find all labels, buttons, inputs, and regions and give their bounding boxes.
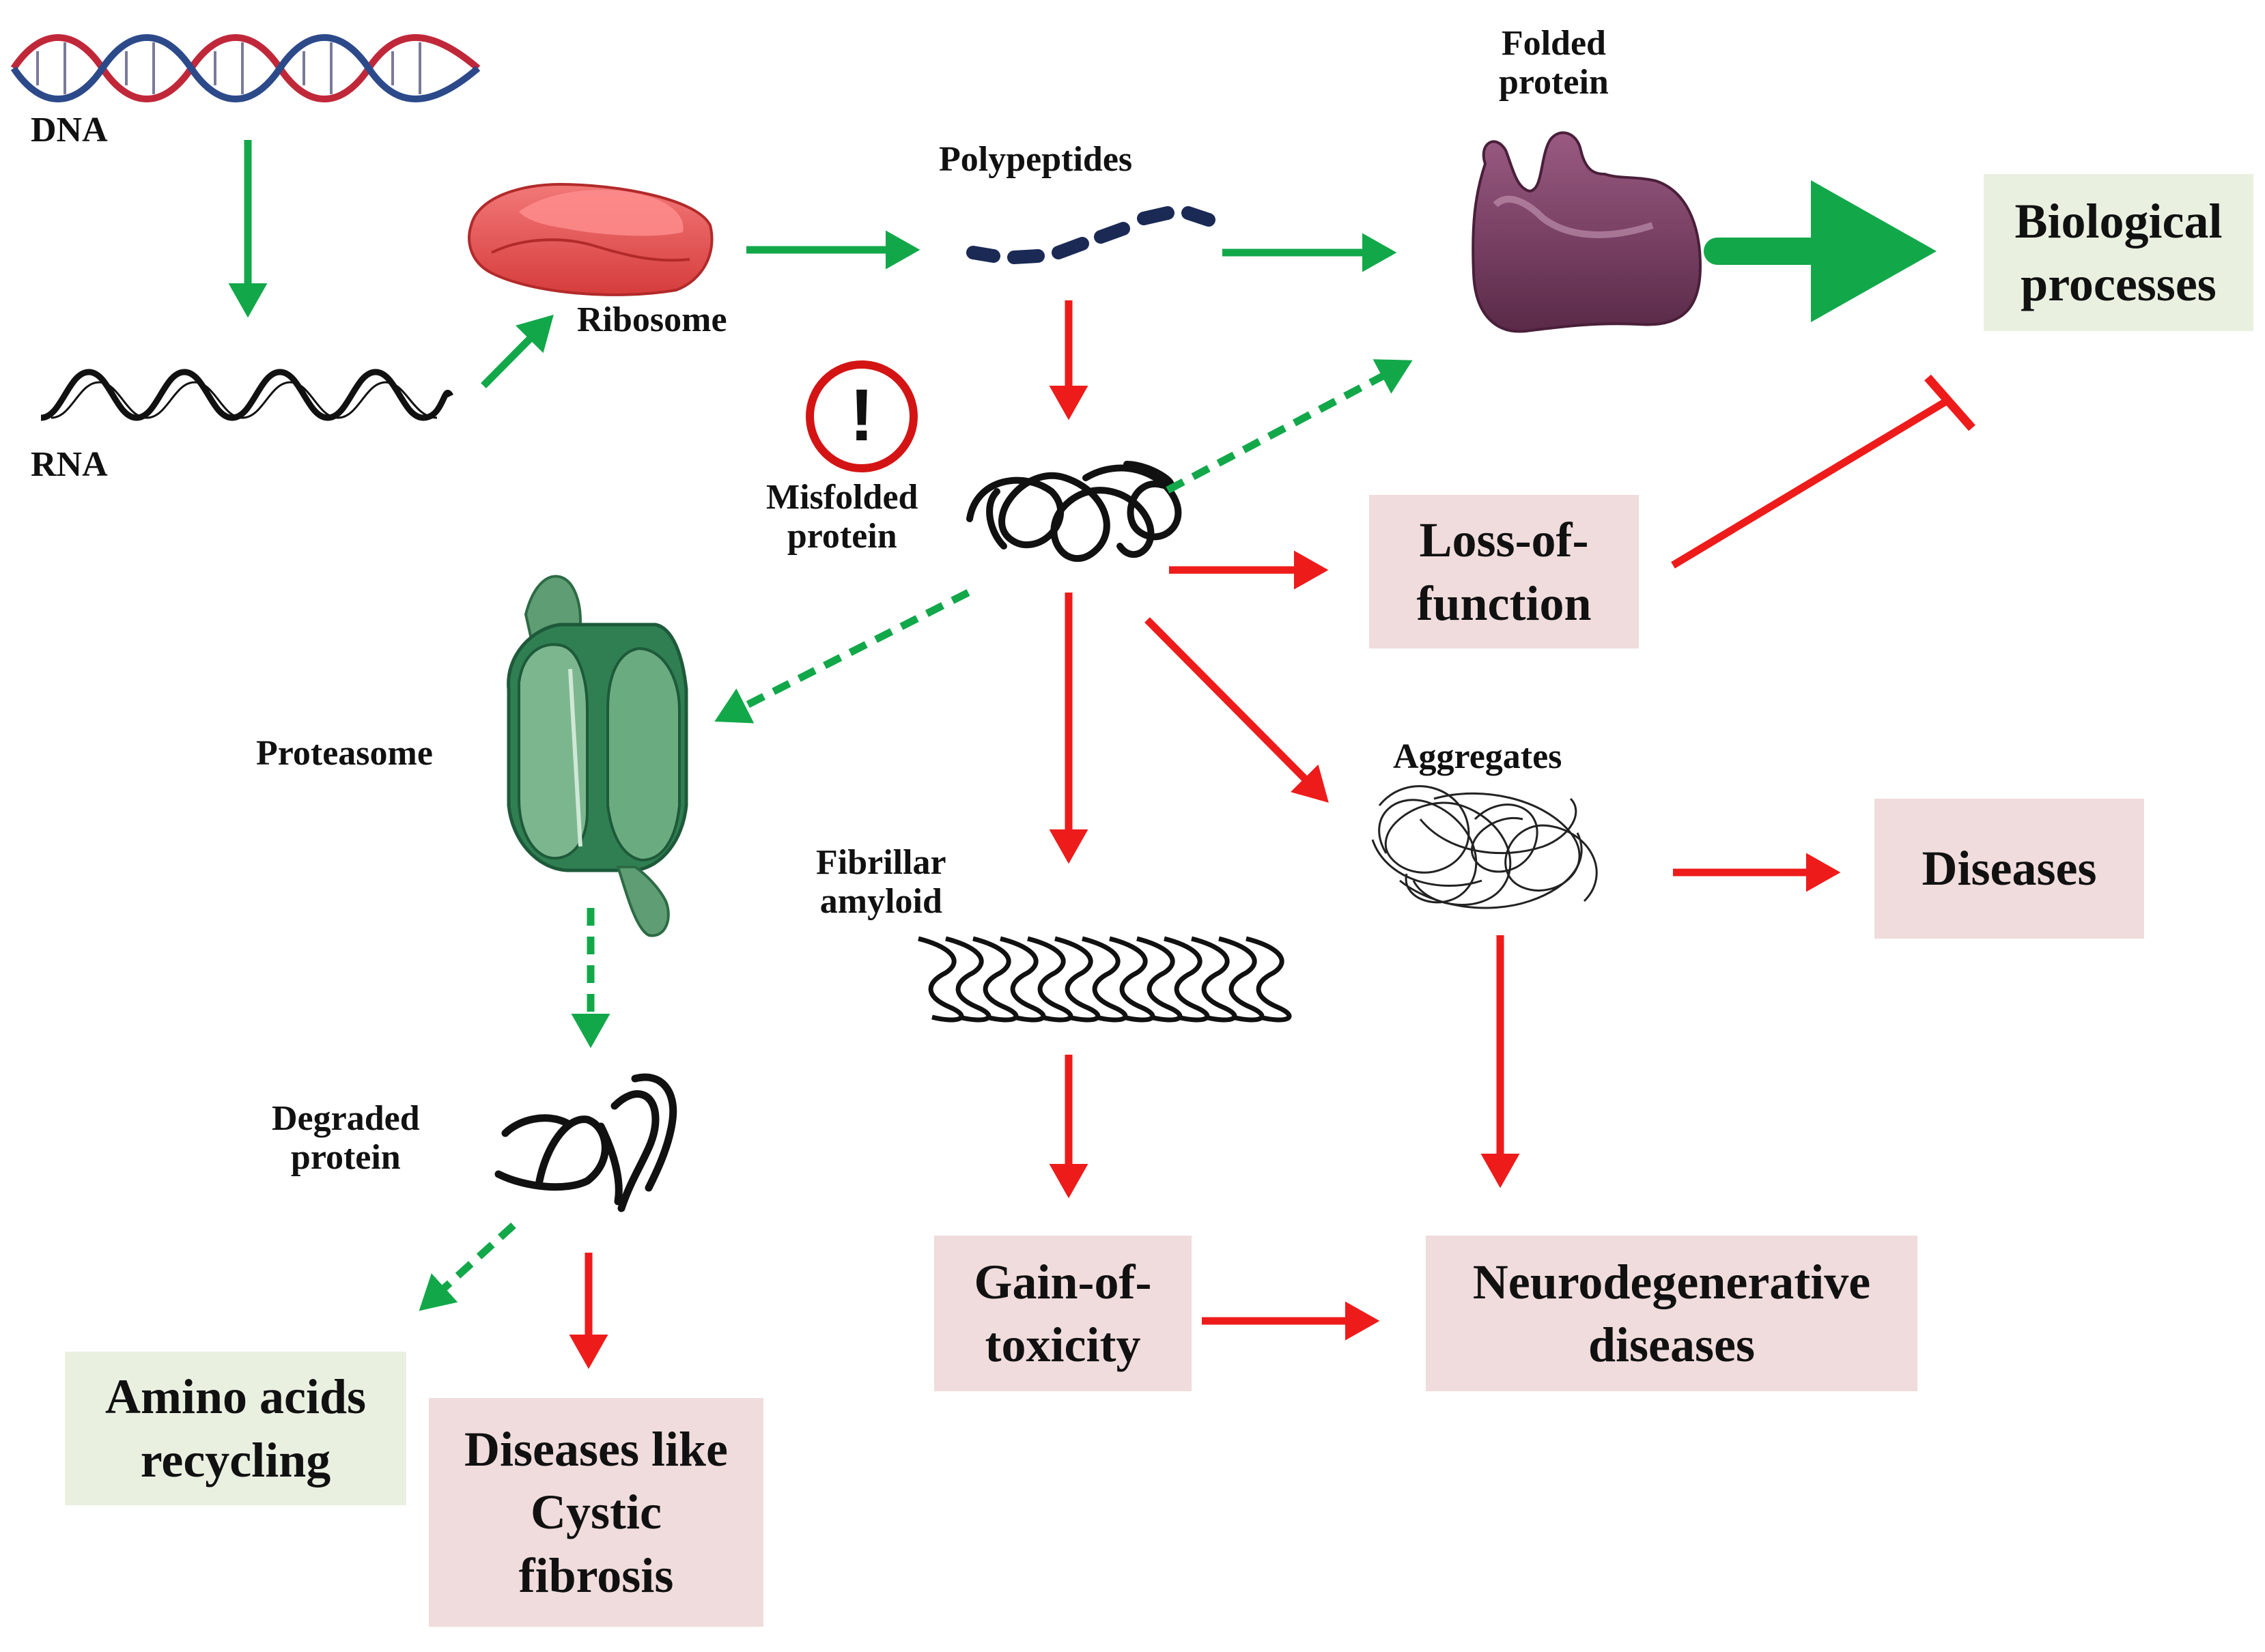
loss-of-function-box: Loss-of-function — [1369, 495, 1639, 649]
proteasome-label: Proteasome — [256, 734, 433, 773]
fibrillar-amyloid-label: Fibrillar amyloid — [816, 843, 946, 922]
polypeptide-chain-icon — [966, 206, 1215, 264]
misfolded-protein-icon — [966, 461, 1182, 562]
aggregates-icon — [1371, 785, 1598, 909]
arrow-misfolded-to-folded — [1166, 359, 1413, 494]
amyloid-strand — [918, 936, 964, 1023]
fibrillar-amyloid-icon — [918, 936, 1292, 1023]
ribosome-icon — [468, 182, 714, 296]
polypeptides-label: Polypeptides — [939, 140, 1133, 179]
folded-protein-icon — [1472, 131, 1702, 333]
inhibition-loss-to-biological — [1671, 396, 1952, 569]
aggregates-label: Aggregates — [1393, 737, 1562, 776]
arrow-rna-to-ribosome — [481, 315, 554, 388]
gain-of-toxicity-box: Gain-of-toxicity — [934, 1236, 1192, 1391]
dna-helix-icon — [10, 34, 481, 102]
warning-symbol: ! — [849, 373, 874, 456]
arrow-degraded-to-amino-acids — [419, 1222, 516, 1311]
proteasome-icon — [507, 575, 688, 937]
diseases-box: Diseases — [1874, 799, 2144, 939]
arrow-misfolded-to-proteasome — [714, 589, 970, 724]
inhibition-bar — [1924, 374, 1975, 431]
amyloid-strand — [1246, 936, 1292, 1023]
degraded-protein-icon — [494, 1073, 677, 1212]
degraded-protein-label: Degraded protein — [272, 1099, 420, 1178]
green-arrows — [228, 140, 1937, 1311]
dna-label: DNA — [31, 111, 108, 149]
misfolded-protein-label: Misfolded protein — [766, 478, 918, 556]
ribosome-label: Ribosome — [577, 300, 727, 339]
red-arrows — [569, 300, 1975, 1369]
folded-protein-label: Folded protein — [1499, 24, 1609, 102]
arrow-misfolded-to-aggregates — [1144, 617, 1329, 803]
warning-icon: ! — [806, 360, 918, 472]
rna-strand-icon — [40, 369, 454, 421]
rna-label: RNA — [31, 445, 108, 484]
